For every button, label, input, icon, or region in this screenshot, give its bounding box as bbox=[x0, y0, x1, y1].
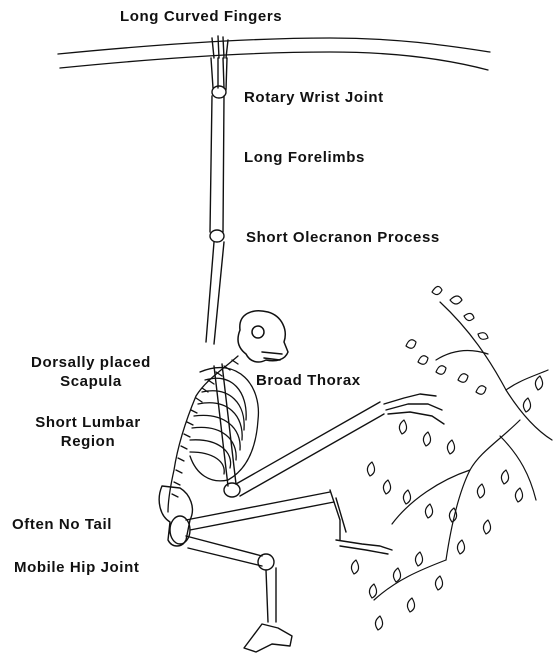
label-short-olecranon-process: Short Olecranon Process bbox=[246, 228, 440, 247]
label-long-forelimbs: Long Forelimbs bbox=[244, 148, 365, 167]
raised-arm bbox=[206, 96, 224, 344]
label-mobile-hip-joint: Mobile Hip Joint bbox=[14, 558, 139, 577]
label-scapula-line-2: Scapula bbox=[28, 372, 154, 391]
skull bbox=[238, 311, 288, 362]
hanging-hand bbox=[211, 36, 228, 98]
label-lumbar-line-2: Region bbox=[30, 432, 146, 451]
label-broad-thorax: Broad Thorax bbox=[256, 371, 361, 390]
label-short-lumbar-region: Short Lumbar Region bbox=[30, 413, 146, 451]
spine bbox=[168, 356, 238, 512]
pelvis-and-legs bbox=[159, 486, 392, 652]
label-dorsally-placed-scapula: Dorsally placed Scapula bbox=[28, 353, 154, 391]
label-rotary-wrist-joint: Rotary Wrist Joint bbox=[244, 88, 384, 107]
label-lumbar-line-1: Short Lumbar bbox=[30, 413, 146, 432]
label-long-curved-fingers: Long Curved Fingers bbox=[120, 7, 282, 26]
leafy-branch bbox=[351, 286, 552, 630]
label-scapula-line-1: Dorsally placed bbox=[28, 353, 154, 372]
label-often-no-tail: Often No Tail bbox=[12, 515, 112, 534]
overhead-branch bbox=[58, 38, 490, 70]
